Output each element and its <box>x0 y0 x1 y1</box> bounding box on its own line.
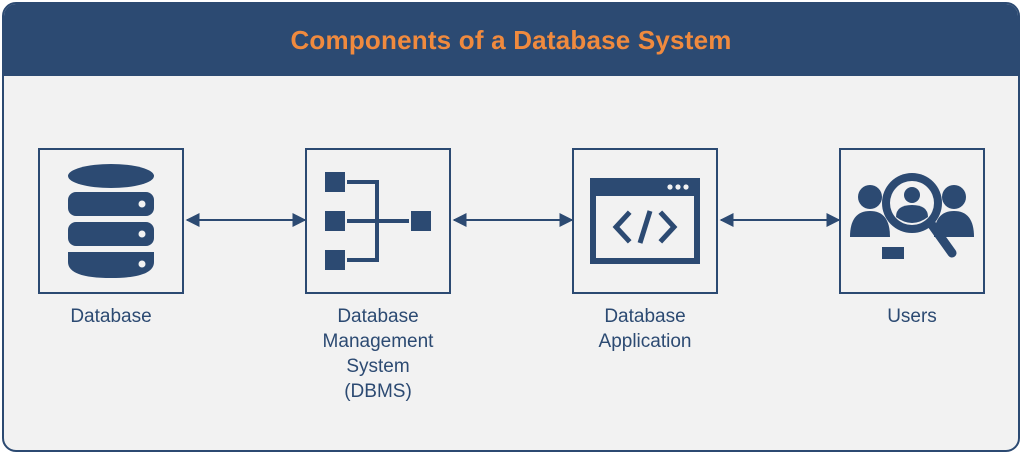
label-line: Management <box>322 331 434 352</box>
label-line: System <box>346 356 410 377</box>
code-window-icon <box>590 178 700 264</box>
label-line: Database <box>604 306 686 327</box>
dbms-box <box>305 148 451 294</box>
label-line: Database <box>70 306 152 327</box>
users-search-icon <box>850 173 974 259</box>
label-line: (DBMS) <box>344 381 412 402</box>
users-box <box>839 148 985 294</box>
label-line: Application <box>598 331 692 352</box>
header-bar: Components of a Database System <box>4 4 1018 76</box>
diagram-title: Components of a Database System <box>290 24 732 55</box>
database-icon <box>68 164 154 278</box>
label-application: Database Application <box>545 304 745 354</box>
database-box <box>38 148 184 294</box>
dbms-hierarchy-icon <box>325 172 431 270</box>
label-database: Database <box>11 304 211 329</box>
label-line: Users <box>887 306 937 327</box>
connectors <box>185 213 841 227</box>
application-box <box>572 148 718 294</box>
label-line: Database <box>337 306 419 327</box>
label-dbms: Database Management System (DBMS) <box>278 304 478 404</box>
label-users: Users <box>812 304 1012 329</box>
